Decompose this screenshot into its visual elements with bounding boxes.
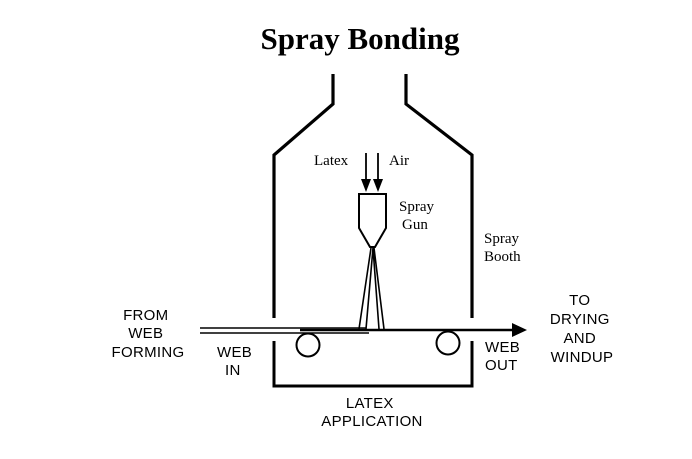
air-supply-arrowhead [373, 179, 383, 192]
diagram-title: Spray Bonding [260, 21, 460, 56]
spray-booth-label: Spray Booth [484, 231, 523, 265]
spray-gun-label: Spray Gun [399, 199, 438, 233]
spray-cone [358, 247, 385, 330]
web-in-roller [295, 332, 321, 358]
from-web-forming-label: FROM WEB FORMING [112, 307, 185, 361]
to-drying-and-windup-label: TO DRYING AND WINDUP [550, 292, 614, 366]
web-out-roller [435, 330, 461, 356]
spray-booth-right-wall [404, 74, 474, 318]
latex-application-label: LATEX APPLICATION [321, 395, 422, 430]
web-out-label: WEB OUT [485, 339, 525, 374]
latex-label: Latex [314, 153, 349, 169]
latex-application-pan [272, 341, 474, 388]
web-direction-arrowhead [512, 323, 527, 337]
air-label: Air [389, 153, 409, 169]
spray-booth-left-wall [272, 74, 335, 318]
spray-gun [358, 193, 387, 248]
latex-supply-arrowhead [361, 179, 371, 192]
web-in-label: WEB IN [217, 344, 257, 379]
